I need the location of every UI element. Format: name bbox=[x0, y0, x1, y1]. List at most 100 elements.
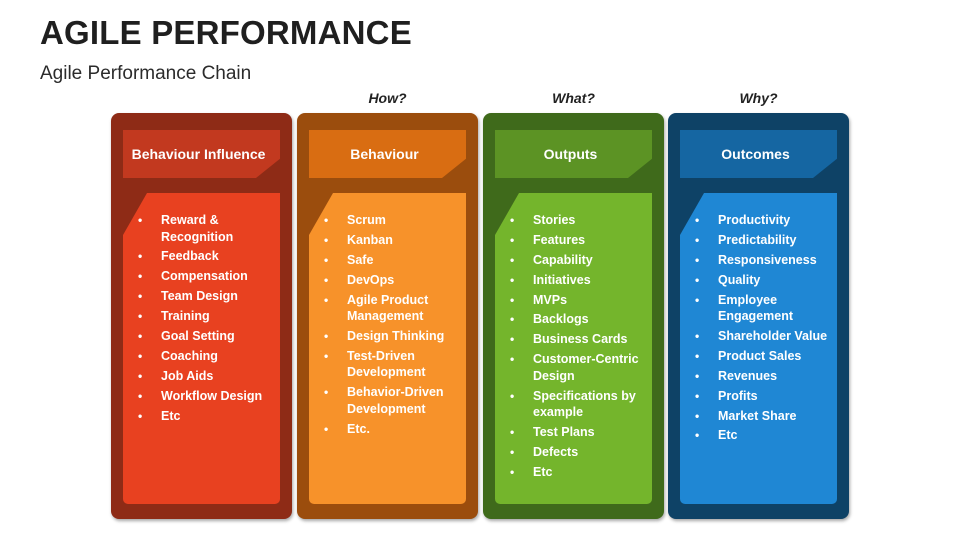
list-item-text: Features bbox=[533, 232, 586, 247]
bullet-icon: • bbox=[324, 272, 329, 287]
list-item-text: Behavior-Driven Development bbox=[347, 385, 444, 416]
item-list: •Productivity•Predictability•Responsiven… bbox=[680, 212, 830, 447]
list-item-text: Customer-Centric Design bbox=[533, 352, 639, 383]
list-item-text: Product Sales bbox=[718, 348, 802, 363]
column-behaviour-influence: Behaviour Influence •Reward & Recognitio… bbox=[111, 113, 292, 519]
question-label-outcomes: Why? bbox=[739, 90, 778, 106]
list-item: • Predictability bbox=[680, 232, 830, 249]
list-item: • Initiatives bbox=[495, 272, 645, 289]
list-item-text: Business Cards bbox=[533, 332, 628, 347]
list-item-text: Design Thinking bbox=[347, 328, 445, 343]
bullet-icon: • bbox=[695, 232, 700, 247]
list-item-text: Training bbox=[161, 309, 210, 324]
list-item-text: Capability bbox=[533, 252, 593, 267]
list-item-text: Stories bbox=[533, 213, 576, 227]
list-item-text: MVPs bbox=[533, 292, 568, 307]
list-item: •Training bbox=[123, 308, 273, 325]
page-subtitle: Agile Performance Chain bbox=[40, 63, 252, 84]
column-panel bbox=[309, 193, 466, 504]
list-item: • DevOps bbox=[309, 272, 459, 289]
question-label-behaviour: How? bbox=[368, 90, 407, 106]
list-item: • Etc. bbox=[309, 421, 459, 438]
page-title: AGILE PERFORMANCE bbox=[40, 14, 412, 51]
list-item: • Behavior-Driven Development bbox=[309, 384, 459, 417]
list-item: • Job Aids bbox=[123, 368, 273, 385]
list-item: • Etc bbox=[495, 464, 645, 481]
list-item: •Etc bbox=[123, 408, 273, 425]
list-item-text: Etc bbox=[533, 464, 553, 479]
bullet-icon: • bbox=[510, 388, 515, 403]
column-panel bbox=[495, 193, 652, 504]
list-item-text: Goal Setting bbox=[161, 328, 235, 343]
bullet-icon: • bbox=[324, 328, 329, 343]
bullet-icon: • bbox=[138, 348, 143, 363]
list-item: •Customer-Centric Design bbox=[495, 351, 645, 384]
list-item: • Compensation bbox=[123, 268, 273, 285]
list-item: •Shareholder Value bbox=[680, 328, 830, 345]
list-item-text: Scrum bbox=[347, 213, 386, 227]
bullet-icon: • bbox=[695, 428, 700, 443]
list-item: •Stories bbox=[495, 212, 645, 229]
bullet-icon: • bbox=[510, 464, 515, 479]
bullet-icon: • bbox=[138, 408, 143, 423]
bullet-icon: • bbox=[324, 385, 329, 400]
list-item-text: Test Plans bbox=[533, 425, 595, 440]
bullet-icon: • bbox=[138, 388, 143, 403]
list-item: • Quality bbox=[680, 272, 830, 289]
list-item-text: Quality bbox=[718, 272, 761, 287]
list-item: • Capability bbox=[495, 252, 645, 269]
bullet-icon: • bbox=[695, 292, 700, 307]
item-list: •Scrum•Kanban•Safe•DevOps•Agile Product … bbox=[309, 212, 459, 441]
list-item-text: Etc. bbox=[347, 421, 370, 436]
bullet-icon: • bbox=[510, 292, 515, 307]
bullet-icon: • bbox=[510, 444, 515, 459]
bullet-icon: • bbox=[510, 312, 515, 327]
list-item: • Market Share bbox=[680, 408, 830, 425]
bullet-icon: • bbox=[324, 213, 329, 227]
list-item: •Productivity bbox=[680, 212, 830, 229]
bullet-icon: • bbox=[324, 348, 329, 363]
list-item: •Revenues bbox=[680, 368, 830, 385]
list-item-text: Safe bbox=[347, 252, 374, 267]
bullet-icon: • bbox=[695, 408, 700, 423]
bullet-icon: • bbox=[510, 332, 515, 347]
list-item-text: Defects bbox=[533, 444, 579, 459]
column-header: Behaviour bbox=[309, 130, 466, 178]
bullet-icon: • bbox=[138, 269, 143, 284]
column-header: Outcomes bbox=[680, 130, 837, 178]
column-outputs: Outputs •Stories•Features•Capability•Ini… bbox=[483, 113, 664, 519]
list-item-text: Workflow Design bbox=[161, 388, 263, 403]
bullet-icon: • bbox=[510, 252, 515, 267]
bullet-icon: • bbox=[138, 249, 143, 264]
list-item: •Employee Engagement bbox=[680, 292, 830, 325]
list-item: • MVPs bbox=[495, 292, 645, 309]
bullet-icon: • bbox=[138, 368, 143, 383]
item-list: •Stories•Features•Capability•Initiatives… bbox=[495, 212, 645, 484]
bullet-icon: • bbox=[510, 272, 515, 287]
bullet-icon: • bbox=[324, 292, 329, 307]
column-header: Outputs bbox=[495, 130, 652, 178]
bullet-icon: • bbox=[324, 421, 329, 436]
list-item-text: Predictability bbox=[718, 232, 797, 247]
bullet-icon: • bbox=[695, 388, 700, 403]
list-item-text: Backlogs bbox=[533, 312, 589, 327]
list-item: •Profits bbox=[680, 388, 830, 405]
list-item: • Defects bbox=[495, 444, 645, 461]
list-item-text: DevOps bbox=[347, 272, 395, 287]
list-item-text: Initiatives bbox=[533, 272, 591, 287]
column-panel bbox=[680, 193, 837, 504]
bullet-icon: • bbox=[695, 368, 700, 383]
column-outcomes: Outcomes •Productivity • Predictability •Re… bbox=[668, 113, 849, 519]
list-item: • Design Thinking bbox=[309, 328, 459, 345]
bullet-icon: • bbox=[138, 328, 143, 343]
column-panel bbox=[123, 193, 280, 504]
list-item-text: Compensation bbox=[161, 269, 248, 284]
list-item: • Backlogs bbox=[495, 311, 645, 328]
list-item-text: Job Aids bbox=[161, 368, 214, 383]
bullet-icon: • bbox=[324, 252, 329, 267]
bullet-icon: • bbox=[695, 252, 700, 267]
list-item-text: Market Share bbox=[718, 408, 797, 423]
bullet-icon: • bbox=[695, 272, 700, 287]
column-behaviour: Behaviour •Scrum•Kanban•Safe•DevOps•Agil… bbox=[297, 113, 478, 519]
